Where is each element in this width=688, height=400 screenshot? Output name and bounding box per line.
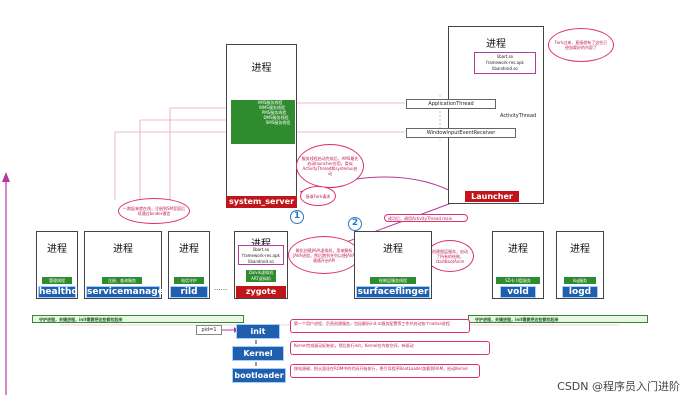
lib-libandroid: libandroid.so [248, 259, 274, 264]
servicemanager-desc-note: 一跑起来就在线，注册到SM里面后续通过binder通信 [118, 198, 190, 224]
process-title: 进程 [179, 244, 199, 255]
surfaceflinger-service: 绘制层服务线程 [370, 277, 416, 284]
zygote-fork-note: 接收Fork请求 [300, 186, 336, 206]
process-title: 进程 [235, 235, 287, 250]
surfaceflinger-desc-note: 创建图层服务，启动了所有的绘制，startBootAnim [426, 240, 474, 272]
zygote-service: Dalvik虚拟机 ART虚拟机 [246, 270, 276, 282]
bootloader-desc-note: 按电源键，把从固化在ROM中的代码开始执行，把引导程序BootLoader加载到… [290, 364, 480, 378]
step-1-circle: 1 [290, 210, 304, 224]
lib-libart: libart.so [252, 247, 270, 252]
lib-framework-res: framework-res.apk [242, 253, 280, 258]
system-server-bar: system_server [226, 196, 297, 208]
process-title: 进程 [113, 244, 133, 255]
kernel-desc-note: Kernel完成驱动初始化，然后执行init，Kernel在内核空间，有驱动 [290, 341, 490, 355]
application-thread-box: ApplicationThread [406, 99, 496, 109]
servicemanager-service: 注册、查询服务 [102, 277, 142, 284]
zygote-desc-note: 孵化创建JAVA虚拟机，用来解析JAVA进程，然后跑到并列以便JAVA通通开启A… [288, 236, 360, 274]
healthd-bar: healthd [38, 286, 78, 298]
launcher-libs: libart.so framework-res.apk libandroid.s… [474, 52, 536, 74]
service-pms: PMS服务线程 [261, 110, 287, 115]
system-services-stack: AMS服务线程 WMS服务线程 PMS服务线程 DMS服务线程 SMS服务线程 [231, 100, 295, 144]
lib-libandroid: libandroid.so [492, 66, 518, 71]
activity-main-note: 成功后，调用ActivityThread.main [384, 214, 468, 222]
ams-start-note: 服务线程启动完成后，AMS最先启动launcher应用，类似ActivityTh… [296, 144, 364, 188]
window-input-receiver-box: WindowInputEventReceiver [406, 128, 516, 138]
kernel-bar: Kernel [232, 346, 284, 361]
service-wms: WMS服务线程 [259, 105, 285, 110]
logd-service: log服务 [564, 277, 596, 284]
service-dms: DMS服务线程 [263, 115, 289, 120]
watermark: CSDN @程序员入门进阶 [557, 380, 680, 393]
launcher-fork-note: Fork过来，直接就有了这些已经加载好的内容了 [548, 28, 614, 62]
vold-service: SD卡 U盘服务 [496, 277, 540, 284]
healthd-service: 管理线程 [42, 277, 72, 284]
service-sms: SMS服务线程 [265, 120, 291, 125]
process-title: 进程 [570, 244, 590, 255]
surfaceflinger-bar: surfaceflinger [356, 286, 430, 298]
lib-libart: libart.so [496, 54, 514, 59]
pid-label: pid=1 [196, 325, 222, 335]
process-title: 进程 [486, 39, 506, 50]
process-title: 进程 [47, 244, 67, 255]
rild-service: 电话守护 [174, 277, 204, 284]
servicemanager-bar: servicemanager [86, 286, 169, 298]
guard-strip-right: 守护进程，关键进程，init需要把这些都拉起来 [468, 315, 648, 323]
launcher-bar: Launcher [465, 191, 519, 202]
process-title: 进程 [508, 244, 528, 255]
zygote-libs: libart.so framework-res.apk libandroid.s… [238, 245, 284, 265]
activity-thread-label: ActivityThread [500, 113, 537, 119]
init-bar: init [236, 324, 280, 339]
service-ams: AMS服务线程 [257, 100, 283, 105]
lib-framework-res: framework-res.apk [486, 60, 524, 65]
step-2-circle: 2 [348, 217, 362, 231]
bootloader-bar: bootloader [232, 368, 286, 383]
process-title: 进程 [251, 63, 272, 74]
guard-strip-left: 守护进程，关键进程，init需要把这些都拉起来 [32, 315, 244, 323]
init-desc-note: 第一个用户进程，负责创建服务，包括解析init.rc服务配置等工作并启动各个na… [290, 319, 470, 333]
zygote-bar: zygote [236, 286, 286, 298]
vold-bar: vold [500, 286, 536, 298]
more-processes-ellipsis: ...... [214, 284, 228, 292]
logd-bar: logd [562, 286, 598, 298]
process-title: 进程 [383, 244, 403, 255]
rild-bar: rild [170, 286, 208, 298]
